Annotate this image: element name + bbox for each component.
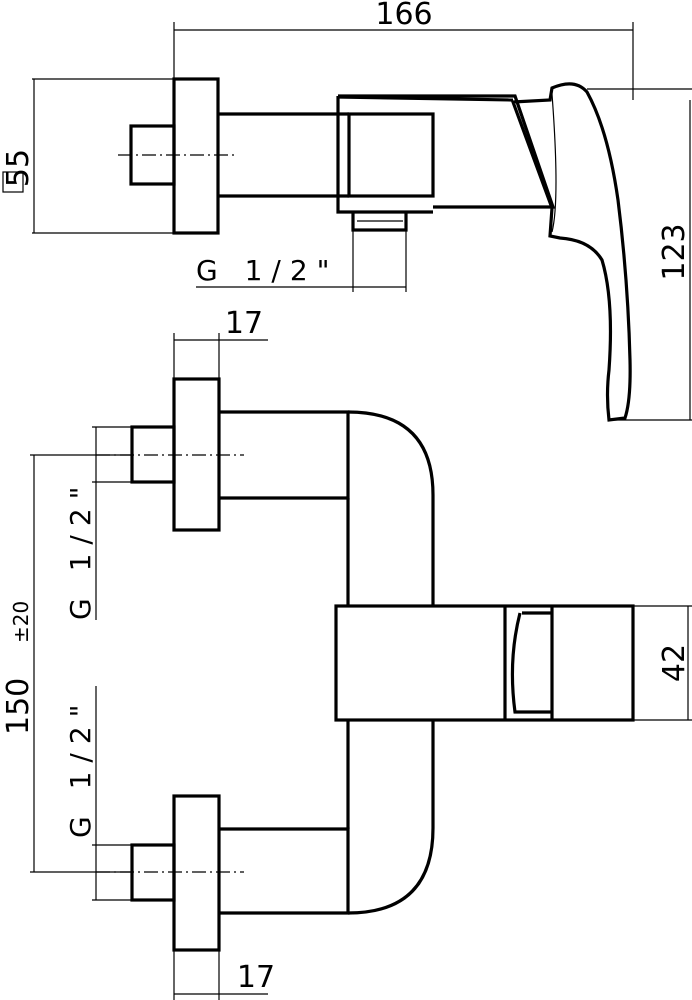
square-symbol: [2, 171, 24, 193]
dim-body-height: 42: [633, 605, 692, 721]
label-square-side: 55: [1, 149, 36, 187]
body-housing-side: [336, 94, 556, 214]
lower-wall-flange: [172, 794, 221, 952]
lower-arm: [219, 827, 350, 915]
label-flange-depth-top: 17: [225, 306, 263, 341]
label-centre-distance: 150: [1, 678, 36, 735]
wall-flange-side: [172, 77, 220, 235]
dim-handle-height: 123: [587, 88, 692, 421]
handle-collar: [503, 606, 554, 720]
dim-thread-upper-inlet: G 1/2": [64, 426, 132, 620]
dim-centre-distance: 150 ±20: [1, 454, 132, 873]
label-body-height: 42: [657, 644, 692, 682]
label-thread-lower-inlet: G 1/2": [64, 695, 97, 838]
front-view: [96, 377, 635, 952]
dim-overall-width: 166: [173, 0, 634, 100]
label-thread-top: G 1/2": [196, 254, 339, 287]
label-thread-upper-inlet: G 1/2": [64, 477, 97, 620]
dim-square-side: 55: [1, 78, 174, 234]
lever-handle-side[interactable]: [510, 82, 632, 422]
lever-front[interactable]: [510, 611, 552, 714]
u-body: [347, 410, 435, 915]
dim-thread-lower-inlet: G 1/2": [64, 686, 132, 901]
label-handle-height: 123: [657, 223, 692, 280]
dim-flange-depth-bottom: 17: [173, 950, 275, 1000]
dim-thread-top: G 1/2": [196, 230, 407, 292]
label-centre-tolerance: ±20: [9, 601, 33, 643]
label-overall-width: 166: [375, 0, 432, 32]
housing-top-edge: [337, 95, 514, 102]
mixer-housing-front: [334, 604, 635, 722]
spout-outlet-side: [351, 212, 408, 232]
side-view: [118, 77, 632, 422]
connecting-arm-side: [218, 112, 349, 198]
upper-arm: [219, 410, 350, 500]
mixer-body-side: [347, 112, 435, 198]
lever-pivot-line: [551, 93, 557, 233]
dim-flange-depth-top: 17: [173, 306, 268, 379]
label-flange-depth-bottom: 17: [237, 960, 275, 995]
